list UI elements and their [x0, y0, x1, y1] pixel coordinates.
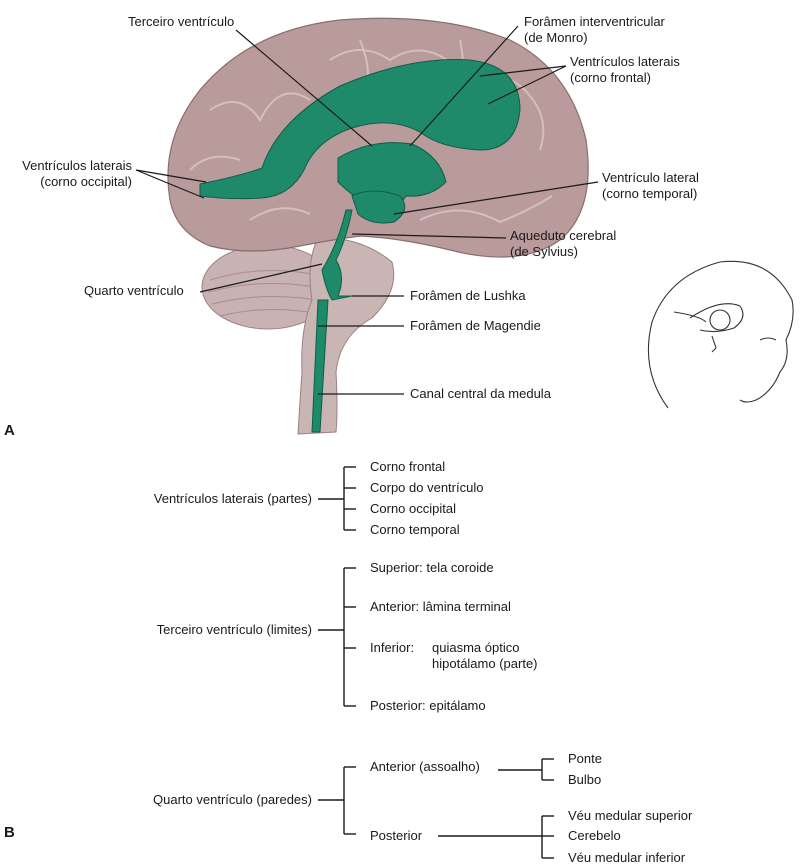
tree-item-third-inferior: hipotálamo (parte) — [432, 656, 538, 671]
label-temporal-horn-line2: (corno temporal) — [602, 186, 698, 201]
tree-subitem-posterior: Véu medular superior — [568, 808, 693, 823]
tree-item-lateral: Corno frontal — [370, 459, 446, 474]
panel-a-letter: A — [4, 422, 15, 439]
ventricular-system — [199, 59, 521, 433]
label-third-ventricle: Terceiro ventrículo — [128, 14, 235, 29]
tree-item-fourth-anterior: Anterior (assoalho) — [370, 759, 480, 774]
tree-item-third-inferior-label: Inferior: — [370, 640, 415, 655]
central-canal — [311, 299, 329, 433]
tree-subitem-anterior: Bulbo — [568, 772, 602, 787]
label-luschka: Forâmen de Lushka — [410, 288, 526, 303]
panel-b-letter: B — [4, 824, 15, 841]
label-magendie: Forâmen de Magendie — [410, 318, 541, 333]
label-occipital-horn-line2: (corno occipital) — [40, 174, 132, 189]
label-aqueduct-line1: Aqueduto cerebral — [510, 228, 617, 243]
tree-item-lateral: Corno temporal — [370, 522, 460, 537]
tree-root-third: Terceiro ventrículo (limites) — [156, 622, 312, 637]
tree-subitem-posterior: Véu medular inferior — [568, 850, 686, 865]
child-head-sketch — [647, 260, 794, 409]
tree-item-third-posterior: Posterior: epitálamo — [370, 698, 486, 713]
tree-item-lateral: Corno occipital — [370, 501, 456, 516]
tree-root-fourth: Quarto ventrículo (paredes) — [153, 792, 312, 807]
tree-item-third-superior: Superior: tela coroide — [370, 560, 494, 575]
tree-item-third-anterior: Anterior: lâmina terminal — [370, 599, 511, 614]
tree-item-lateral: Corpo do ventrículo — [370, 480, 484, 495]
lateral-ventricle — [199, 59, 521, 200]
label-fourth-ventricle: Quarto ventrículo — [84, 283, 184, 298]
tree-item-fourth-posterior: Posterior — [370, 828, 423, 843]
label-frontal-horn-line1: Ventrículos laterais — [570, 54, 680, 69]
label-temporal-horn-line1: Ventrículo lateral — [602, 170, 699, 185]
temporal-horn — [351, 190, 406, 224]
label-occipital-horn-line1: Ventrículos laterais — [22, 158, 132, 173]
tree-root-lateral: Ventrículos laterais (partes) — [153, 491, 312, 506]
tree-item-third-inferior: quiasma óptico — [432, 640, 520, 655]
label-aqueduct-line2: (de Sylvius) — [510, 244, 578, 259]
label-monro-line2: (de Monro) — [524, 30, 588, 45]
tree-subitem-anterior: Ponte — [568, 751, 602, 766]
label-central-canal: Canal central da medula — [410, 386, 551, 401]
label-frontal-horn-line2: (corno frontal) — [570, 70, 651, 85]
label-monro-line1: Forâmen interventricular — [524, 14, 665, 29]
tree-subitem-posterior: Cerebelo — [568, 828, 621, 843]
